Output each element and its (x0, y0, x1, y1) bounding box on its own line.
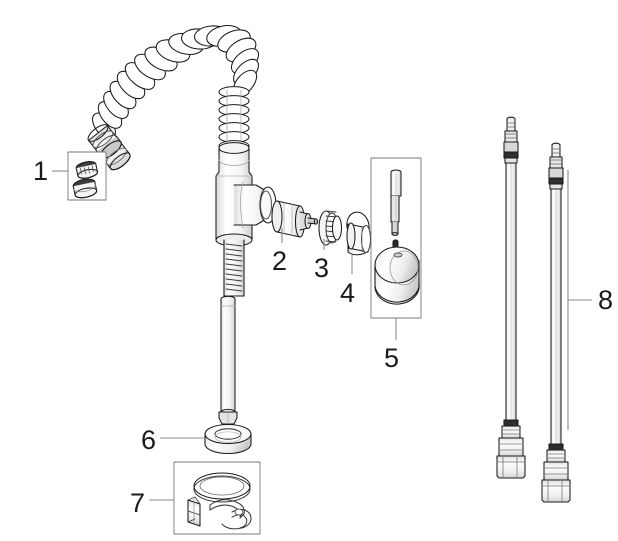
callout-label-3: 3 (314, 253, 330, 283)
callout-label-1: 1 (33, 156, 49, 186)
handle-stem (390, 169, 402, 236)
threaded-shank (218, 239, 245, 425)
callout-label-8: 8 (598, 285, 614, 315)
leader-8 (567, 170, 592, 430)
callout-label-5: 5 (384, 343, 400, 373)
callout-label-2: 2 (272, 246, 288, 276)
threaded-retaining-ring (318, 210, 343, 246)
faucet-body (215, 142, 277, 247)
part-5-box (370, 157, 422, 319)
coil-spring-hose (92, 25, 260, 153)
handle-knob (374, 246, 420, 305)
callout-label-7: 7 (130, 488, 146, 518)
callout-label-6: 6 (141, 425, 157, 455)
leader-lines (52, 170, 592, 501)
hex-nut (187, 496, 201, 527)
part-7-box (173, 461, 261, 535)
supply-hose-right (541, 142, 571, 503)
cap-sleeve (346, 211, 372, 256)
base-gasket-washer (204, 423, 252, 454)
callout-label-4: 4 (340, 278, 356, 308)
valve-cartridge (271, 200, 319, 238)
part-1-box (67, 151, 107, 201)
supply-hose-left (496, 116, 526, 479)
